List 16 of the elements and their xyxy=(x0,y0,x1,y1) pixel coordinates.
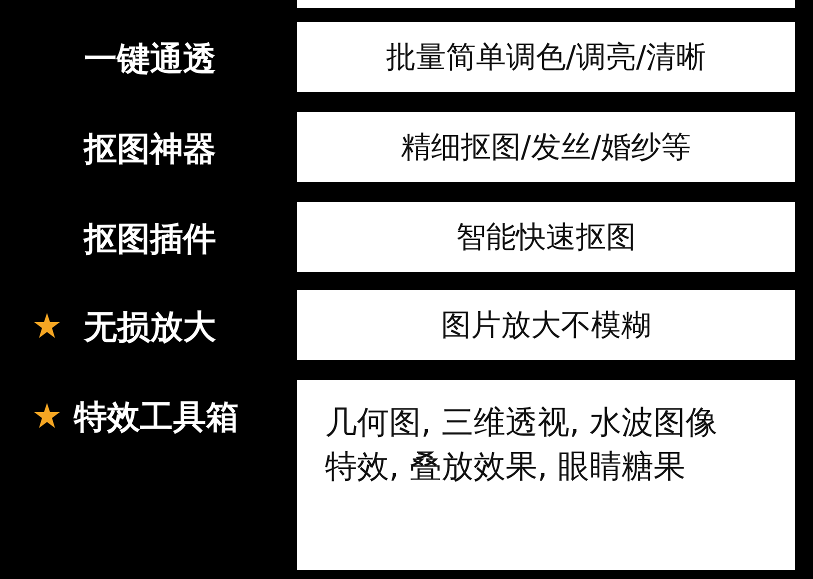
feature-box xyxy=(297,380,795,570)
feature-description: 几何图, 三维透视, 水波图像特效, 叠放效果, 眼睛糖果 xyxy=(325,402,719,487)
feature-name: 无损放大 xyxy=(84,306,216,348)
feature-description: 精细抠图/发丝/婚纱等 xyxy=(400,128,692,166)
feature-name: 特效工具箱 xyxy=(74,396,239,438)
feature-box xyxy=(297,290,795,360)
feature-box xyxy=(297,202,795,272)
feature-description: 图片放大不模糊 xyxy=(441,306,651,344)
feature-box xyxy=(297,112,795,182)
feature-name: 抠图神器 xyxy=(84,128,216,170)
feature-box xyxy=(297,22,795,92)
feature-description: 批量简单调色/调亮/清晰 xyxy=(386,38,706,76)
feature-name: 一键通透 xyxy=(84,38,216,80)
feature-name: 抠图插件 xyxy=(84,218,216,260)
partial-box xyxy=(297,0,795,8)
feature-description: 智能快速抠图 xyxy=(456,218,636,256)
